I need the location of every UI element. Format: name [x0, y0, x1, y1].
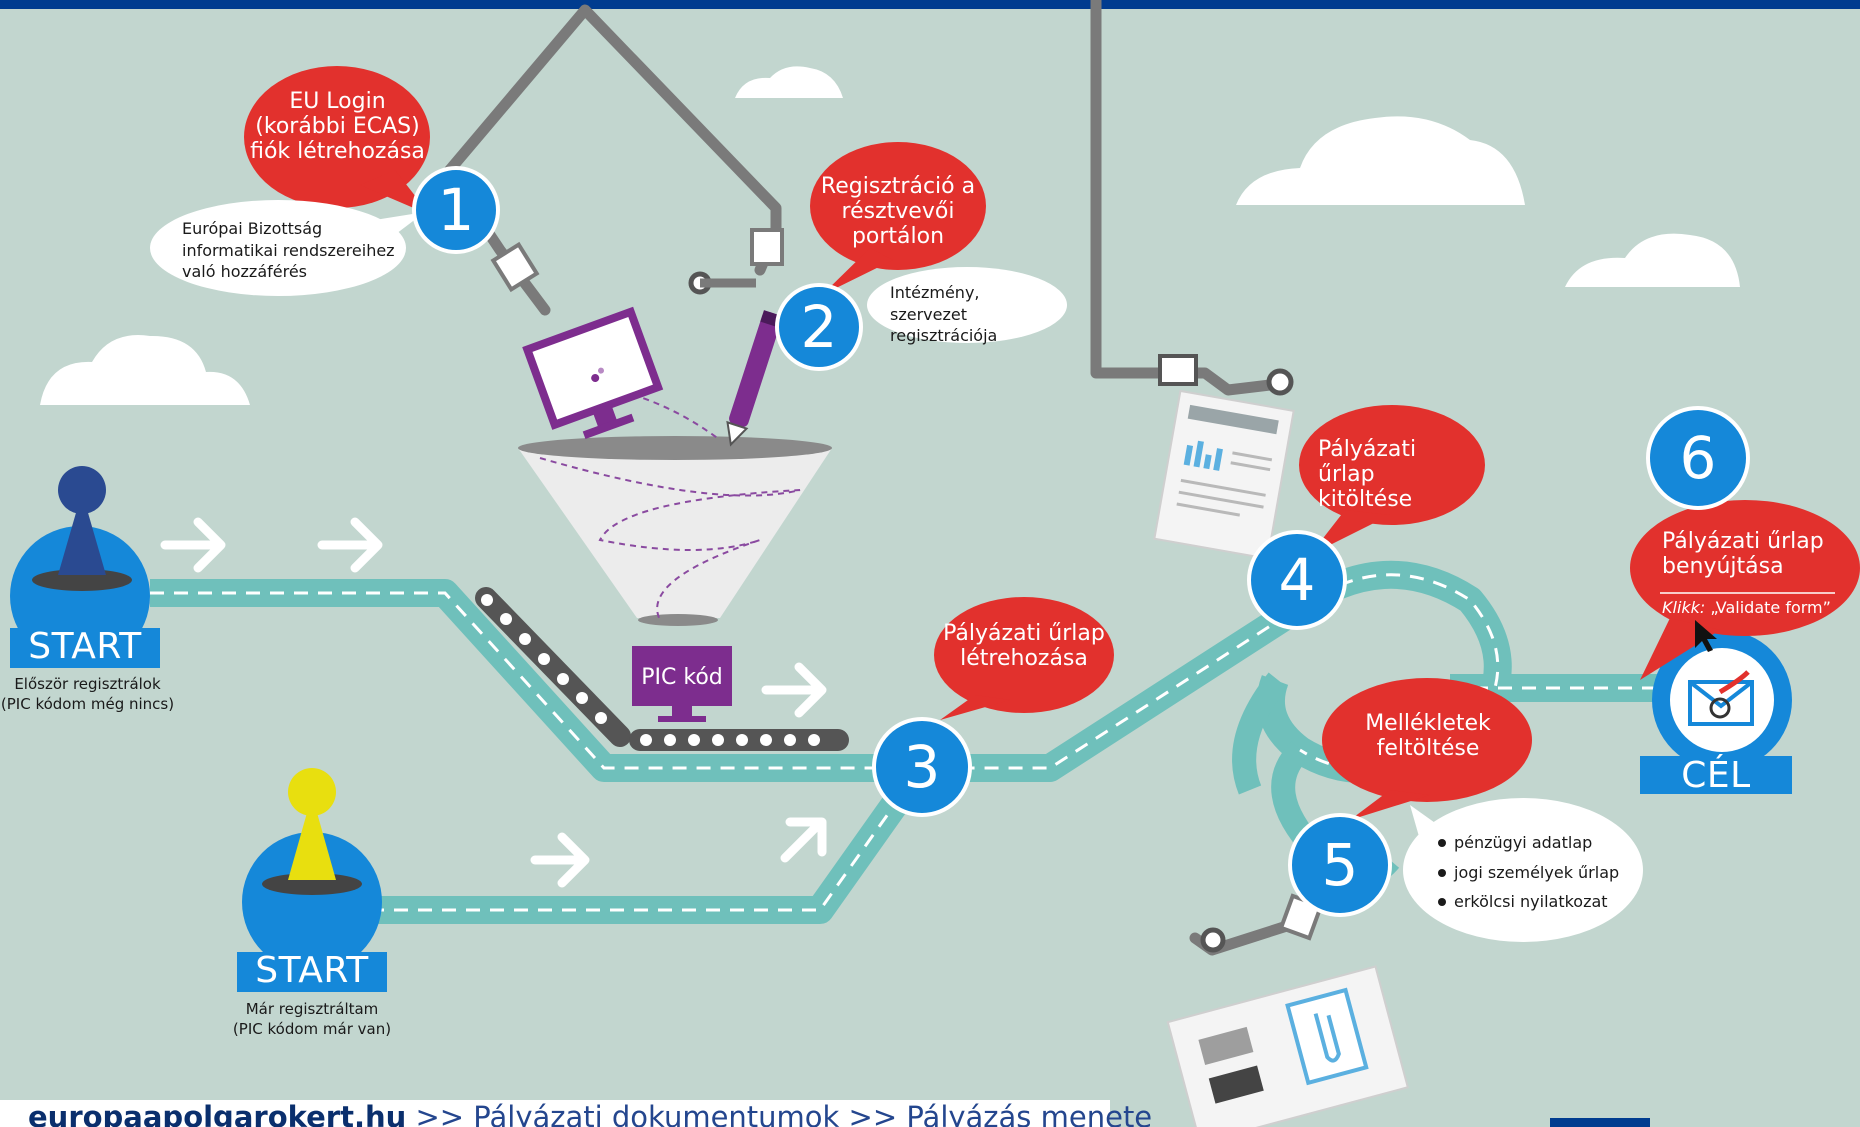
bubble-step5	[1322, 678, 1532, 802]
clouds	[40, 66, 1740, 405]
click-text: „Validate form”	[1710, 598, 1831, 617]
step2-bubble-text: Regisztráció a résztvevői portálon	[820, 174, 976, 249]
step5-attachment-list: pénzügyi adatlap jogi személyek űrlap er…	[1438, 832, 1638, 921]
cloud	[1565, 233, 1740, 287]
step1-note: Európai Bizottság informatikai rendszere…	[182, 219, 395, 282]
bubble-step6	[1630, 500, 1860, 636]
cloud	[40, 335, 250, 405]
attachment-item: jogi személyek űrlap	[1438, 862, 1638, 884]
attachment-document-icon	[1166, 965, 1410, 1127]
step-number: 2	[800, 293, 838, 361]
step-circles	[412, 166, 1750, 917]
circle-step4	[1247, 530, 1347, 630]
step-number: 5	[1321, 831, 1359, 899]
note-step1	[150, 200, 406, 296]
start-new-caption: Először regisztrálok (PIC kódom még ninc…	[0, 675, 175, 713]
top-bar	[0, 0, 1860, 9]
form-document-icon	[1153, 389, 1295, 560]
circle-step2	[775, 283, 863, 371]
step-number: 1	[437, 176, 475, 244]
cloud	[1236, 116, 1525, 205]
step-bubbles	[244, 66, 1860, 820]
bubble-step2	[810, 142, 986, 270]
arm-left	[442, 4, 782, 276]
computer-monitor	[522, 306, 664, 440]
attachment-item: erkölcsi nyilatkozat	[1438, 891, 1638, 913]
step-number: 6	[1679, 424, 1717, 492]
pen-icon	[726, 310, 784, 447]
start-new-pawn	[10, 466, 160, 668]
bubble-step1	[244, 66, 430, 208]
step5-bubble-text: Mellékletek feltöltése	[1365, 711, 1491, 761]
start-existing-pawn	[237, 768, 387, 992]
footer-bar	[0, 1100, 1110, 1127]
bubble-step3	[934, 597, 1114, 713]
circle-step5	[1288, 813, 1392, 917]
step3-bubble-text: Pályázati űrlap létrehozása	[943, 621, 1105, 671]
goal-label: CÉL	[1681, 755, 1751, 796]
note-step5	[1403, 798, 1643, 942]
bubble-step4	[1299, 405, 1485, 525]
note-step2	[867, 267, 1067, 343]
step4-bubble-text: Pályázati űrlap kitöltése	[1318, 437, 1417, 512]
step-number: 3	[903, 733, 941, 801]
footer-source: europaapolgarokert.hu >> Pályázati dokum…	[28, 1100, 1152, 1127]
cloud	[735, 66, 843, 98]
conveyor-belts	[475, 587, 849, 751]
circle-step3	[872, 717, 972, 817]
pic-monitor	[632, 646, 732, 722]
step1-bubble-text: EU Login (korábbi ECAS) fiók létrehozása	[250, 89, 425, 164]
pic-code-label: PIC kód	[641, 665, 723, 690]
step6-bubble-text: Pályázati űrlap benyújtása	[1662, 529, 1824, 579]
note-bubbles	[150, 200, 1643, 942]
arm-right	[1090, 0, 1276, 396]
footer-path: >> Pályázati dokumentumok >> Pályázás me…	[415, 1100, 1153, 1127]
step2-note: Intézmény, szervezet regisztrációja	[890, 283, 998, 346]
step6-click-instruction: Klikk: „Validate form”	[1662, 598, 1857, 617]
start-new-label: START	[28, 626, 142, 667]
funnel	[518, 384, 832, 626]
click-label: Klikk:	[1662, 598, 1706, 617]
goal-marker	[1640, 630, 1792, 794]
circle-step6	[1646, 406, 1750, 510]
footer-site-link[interactable]: europaapolgarokert.hu	[28, 1100, 407, 1127]
step-number: 4	[1278, 546, 1316, 614]
start-existing-label: START	[255, 950, 369, 991]
cursor-icon	[1695, 620, 1717, 652]
circle-step1	[412, 166, 500, 254]
start-existing-caption: Már regisztráltam (PIC kódom már van)	[232, 1000, 392, 1038]
attachment-item: pénzügyi adatlap	[1438, 832, 1638, 854]
direction-arrows	[160, 517, 827, 888]
